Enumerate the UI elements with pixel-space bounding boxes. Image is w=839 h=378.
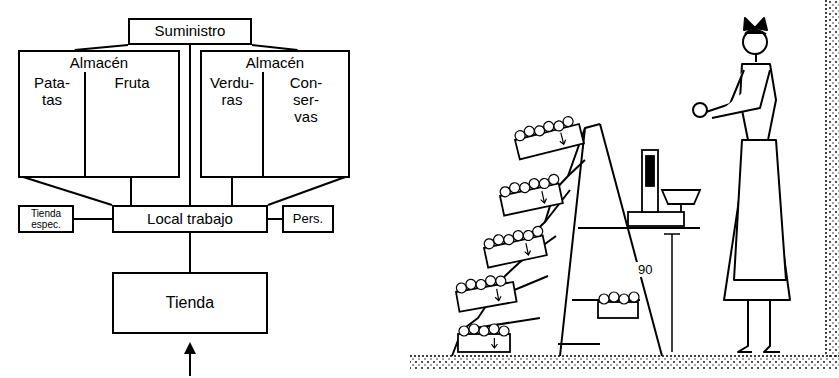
scale bbox=[628, 150, 700, 226]
produce-crate bbox=[513, 114, 584, 159]
node-text: Almacén bbox=[246, 55, 304, 72]
node-text: Pata- tas bbox=[30, 75, 74, 109]
floor bbox=[410, 356, 839, 370]
store-section: Pata- tas bbox=[20, 72, 84, 176]
node-text: Fruta bbox=[114, 75, 149, 92]
connector bbox=[268, 176, 348, 205]
supply-box: Suministro bbox=[128, 18, 252, 45]
connector bbox=[189, 233, 191, 272]
produce-crate bbox=[482, 226, 548, 268]
produce-crate bbox=[454, 272, 516, 312]
connector bbox=[268, 218, 282, 220]
wall bbox=[826, 0, 839, 358]
saleswoman bbox=[693, 18, 790, 352]
workroom-box: Local trabajo bbox=[112, 205, 268, 233]
node-text: Local trabajo bbox=[147, 211, 233, 228]
store-box: AlmacénVerdu- ras Con- ser- vas bbox=[200, 50, 350, 178]
connector bbox=[130, 176, 132, 205]
connector bbox=[189, 45, 191, 205]
store-box: AlmacénPata- tas Fruta bbox=[18, 50, 180, 178]
node-text: Con- ser- vas bbox=[287, 75, 325, 125]
produce-crate bbox=[458, 324, 510, 352]
connector bbox=[231, 176, 233, 205]
produce-crate bbox=[598, 292, 639, 318]
store-section: Con- ser- vas bbox=[262, 72, 348, 176]
node-text: Tienda bbox=[166, 294, 214, 312]
node-text: Suministro bbox=[155, 23, 226, 40]
dimension-label: 90 bbox=[636, 262, 654, 277]
dimension-line bbox=[664, 234, 680, 352]
display-rack bbox=[452, 124, 700, 356]
store-section: Verdu- ras bbox=[202, 72, 262, 176]
staff-box: Pers. bbox=[282, 205, 334, 233]
shop-box: Tienda bbox=[112, 272, 268, 334]
inflow-arrow bbox=[184, 342, 196, 376]
node-text: Verdu- ras bbox=[206, 75, 258, 109]
produce-crate bbox=[498, 174, 564, 216]
connector bbox=[20, 176, 112, 205]
store-section: Fruta bbox=[84, 72, 178, 176]
special-shop-box: Tienda espec. bbox=[18, 205, 74, 233]
node-text: Almacén bbox=[70, 55, 128, 72]
node-text: Tienda espec. bbox=[24, 208, 68, 230]
node-text: Pers. bbox=[293, 212, 323, 227]
connector bbox=[74, 218, 112, 220]
